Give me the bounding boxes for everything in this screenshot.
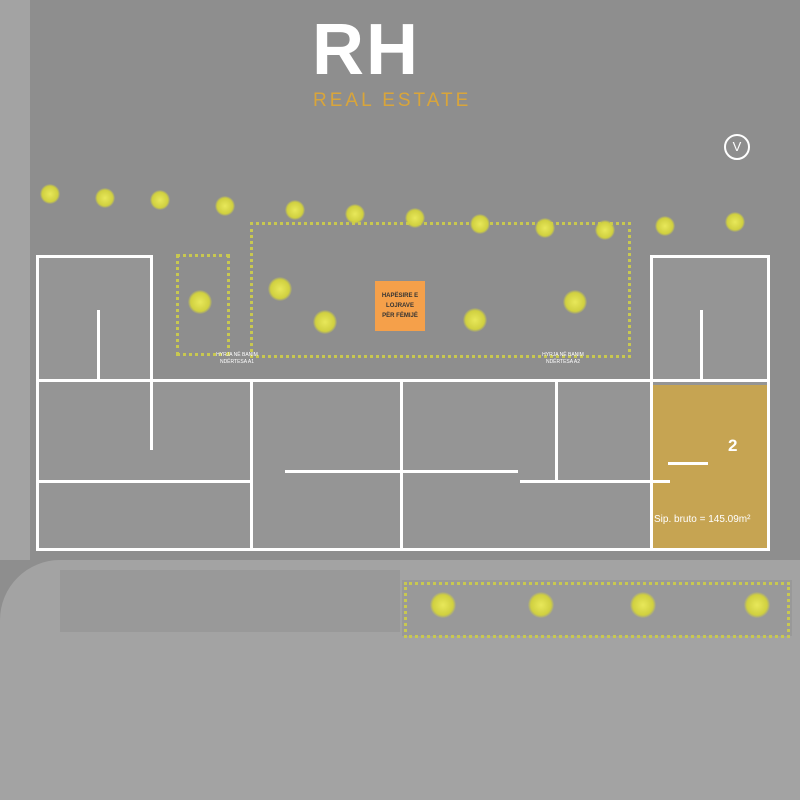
park-hedge [250,222,631,358]
tree [313,310,337,334]
entrance-a2-line1: HYRJA NË BANIM [542,352,584,358]
tree [188,290,212,314]
tree [150,190,170,210]
wall [400,380,403,550]
tree [725,212,745,232]
wall [97,310,100,380]
tree [285,200,305,220]
entrance-a1-line1: HYRJA NË BANIM [216,352,258,358]
wall [767,255,770,551]
playground-line1: HAPËSIRE E [381,293,419,299]
wall [36,255,153,258]
entrance-a1-label: HYRJA NË BANIM NDËRTESA A1 [212,352,262,366]
playground-line3: PËR FËMIJË [382,313,418,319]
wall [250,380,253,550]
tree [535,218,555,238]
tree [463,308,487,332]
unit-number: 2 [728,436,738,455]
logo-subtitle: REAL ESTATE [313,90,472,111]
tree [563,290,587,314]
wall [36,548,770,551]
tree [405,208,425,228]
wall [700,310,703,380]
lower-garden-hedge [404,582,790,638]
wall [285,470,400,473]
lower-garden [402,580,792,636]
wall [650,255,653,381]
wall [36,379,770,382]
entrance-a2-line2: NDËRTESA A2 [545,359,581,365]
parking [60,570,400,632]
tree [595,220,615,240]
playground-line2: LOJRAVE [386,303,414,309]
unit-area-label: Sip. bruto = 145.09m² [654,514,751,525]
unit-2-highlight[interactable] [651,385,768,549]
wall [555,380,558,480]
tree [268,277,292,301]
tree [630,592,656,618]
wall [650,480,670,483]
north-arrow-icon: V [724,134,750,160]
wall [36,255,39,551]
tree [655,216,675,236]
wall [125,480,250,483]
tree [95,188,115,208]
wall [150,255,153,381]
entrance-a2-label: HYRJA NË BANIM NDËRTESA A2 [538,352,588,366]
block-nw [37,256,152,379]
wall [668,462,708,465]
tree [470,214,490,234]
tree [744,592,770,618]
tree [40,184,60,204]
side-hedge [176,254,230,356]
block-ne [651,256,768,379]
road [0,0,30,560]
logo-mark: RH [312,10,420,90]
wall [36,480,136,483]
wall [650,255,770,258]
tree [345,204,365,224]
tree [215,196,235,216]
tree [528,592,554,618]
playground-label: HAPËSIRE E LOJRAVE PËR FËMIJË [375,281,425,331]
wall [403,470,518,473]
tree [430,592,456,618]
wall [650,380,653,550]
wall [150,380,153,450]
wall [520,480,650,483]
entrance-a1-line2: NDËRTESA A1 [219,359,255,365]
